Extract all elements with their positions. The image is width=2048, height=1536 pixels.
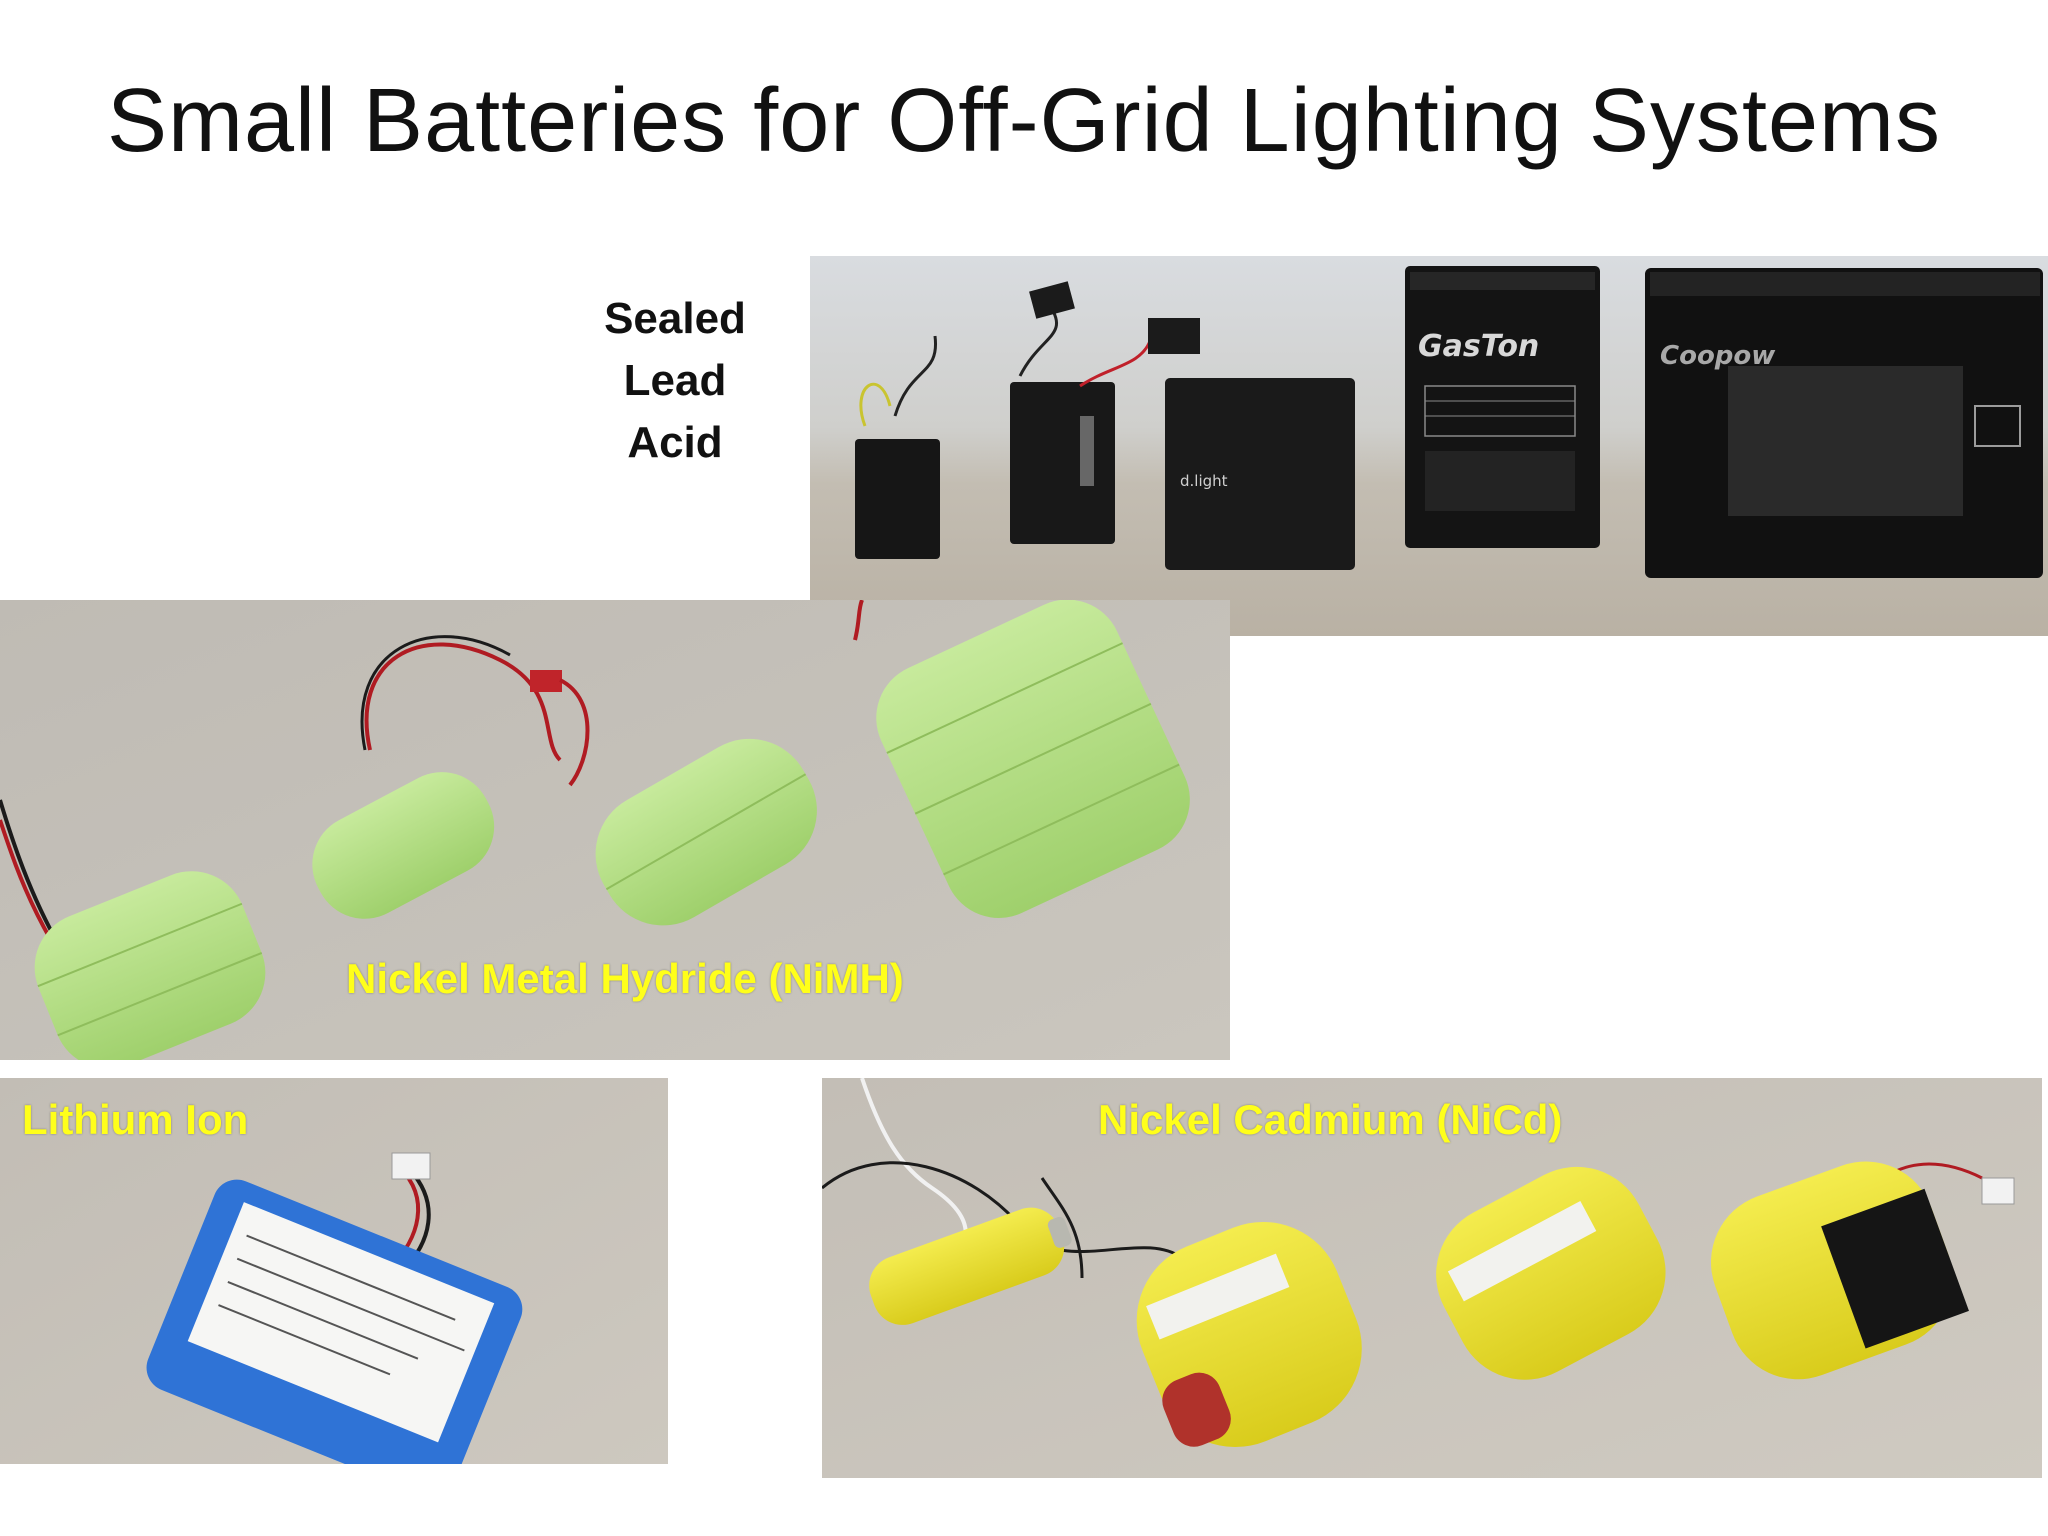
- nicd-photo: Nickel Cadmium (NiCd): [822, 1078, 2042, 1478]
- nimh-photo: Nickel Metal Hydride (NiMH): [0, 600, 1230, 1060]
- nimh-pack-1: [34, 871, 266, 1060]
- lithium-ion-pack: [146, 1179, 523, 1464]
- nicd-pack-3: [1436, 1166, 1666, 1380]
- sla-battery-dlight: [1165, 378, 1355, 570]
- slide-title: Small Batteries for Off-Grid Lighting Sy…: [107, 71, 1941, 171]
- nimh-caption: Nickel Metal Hydride (NiMH): [346, 955, 904, 1002]
- nicd-pack-2: [1136, 1221, 1362, 1448]
- sla-label-line-2: Lead: [623, 356, 727, 405]
- sla-brand-dlight: d.light: [1180, 472, 1228, 490]
- sla-battery-2: [1010, 382, 1115, 544]
- sealed-lead-acid-label: Sealed Lead Acid: [560, 288, 790, 474]
- sla-label-line-1: Sealed: [604, 294, 746, 343]
- sealed-lead-acid-photo: d.light GasTon Coopow: [810, 256, 2048, 636]
- nimh-pack-3: [595, 738, 817, 926]
- nicd-cell-aa: [869, 1207, 1072, 1325]
- lithium-ion-photo: Lithium Ion: [0, 1078, 668, 1464]
- lithium-ion-caption: Lithium Ion: [22, 1096, 249, 1143]
- sla-brand-gaston: GasTon: [1418, 329, 1539, 364]
- nicd-pack-4: [1710, 1161, 1969, 1380]
- sla-label-line-3: Acid: [627, 418, 723, 467]
- nimh-pack-2: [312, 772, 495, 919]
- sla-battery-small: [855, 439, 940, 559]
- nicd-caption: Nickel Cadmium (NiCd): [1098, 1096, 1563, 1143]
- nimh-pack-4: [876, 600, 1190, 918]
